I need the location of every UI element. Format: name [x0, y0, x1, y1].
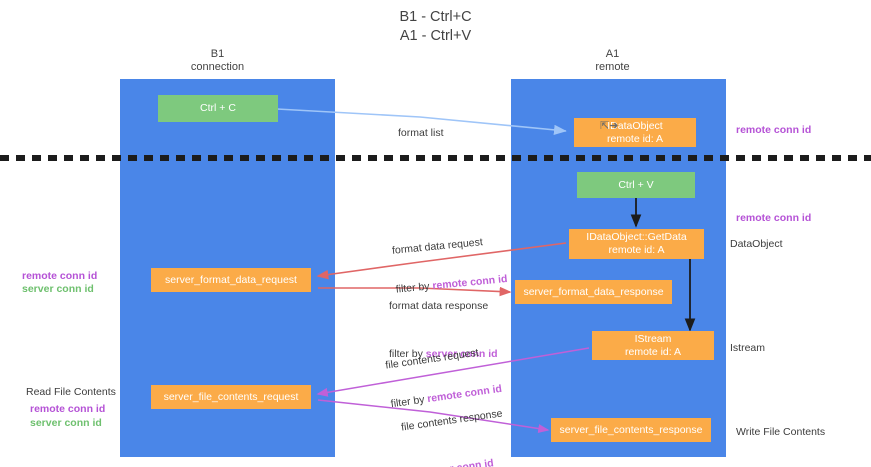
- node-label: Ctrl + C: [200, 102, 236, 114]
- page-title: B1 - Ctrl+C A1 - Ctrl+V: [399, 9, 472, 44]
- column-header-b1: B1 connection: [190, 48, 245, 73]
- annotation-read-file-contents: Read File Contents: [26, 386, 116, 398]
- highlight-server-conn-id: server conn id: [422, 457, 495, 467]
- edge-label-line2: filter by server conn id: [385, 455, 510, 467]
- annotation-istream: Istream: [730, 342, 766, 354]
- edge-label-format-list: format list: [398, 101, 444, 166]
- node-istream[interactable]: IStream remote id: A: [592, 331, 714, 360]
- annotation-remote-conn-id-mid: remote conn id: [736, 212, 812, 224]
- edge-label-line2: filter by server conn id: [389, 348, 498, 361]
- node-sublabel: remote id: A: [624, 345, 682, 358]
- node-label: IStream: [634, 332, 672, 345]
- edge-label-format-data-response: format data response filter by server co…: [389, 274, 498, 387]
- edge-label-line1: file contents request: [384, 346, 480, 372]
- node-sublabel: remote id: A: [608, 244, 665, 256]
- annotation-left-remote-conn-id: remote conn id: [22, 270, 98, 282]
- annotation-left-server-conn-id-2: server conn id: [30, 417, 102, 429]
- node-ctrl-v[interactable]: Ctrl + V: [577, 172, 695, 198]
- edge-format-data-request: [316, 242, 567, 280]
- node-label: server_file_contents_request: [163, 390, 299, 403]
- edge-label-line1: file contents response: [400, 407, 504, 434]
- annotation-left-server-conn-id: server conn id: [22, 283, 94, 295]
- node-label: server_format_data_request: [165, 273, 297, 286]
- node-label: IDataObject::GetData: [586, 231, 687, 243]
- node-label: server_file_contents_response: [559, 423, 703, 436]
- highlight-server-conn-id: server conn id: [425, 348, 498, 360]
- edge-format-list: [276, 108, 567, 135]
- column-header-a1: A1 remote: [595, 48, 630, 73]
- node-idataobject-getdata[interactable]: IDataObject::GetData remote id: A: [569, 229, 704, 259]
- node-label: Ctrl + V: [618, 178, 654, 191]
- node-server-format-data-response[interactable]: server_format_data_response: [515, 280, 672, 304]
- node-server-format-data-request[interactable]: server_format_data_request: [151, 268, 311, 292]
- edge-label-line1: format data request: [391, 236, 484, 257]
- edge-file-contents-response: [317, 399, 550, 433]
- annotation-remote-conn-id-top: remote conn id: [736, 124, 812, 136]
- node-ctrl-c[interactable]: Ctrl + C: [158, 95, 278, 122]
- annotation-write-file-contents: Write File Contents: [736, 426, 826, 438]
- edge-file-contents-request: [316, 347, 590, 397]
- annotation-dataobject: DataObject: [730, 238, 783, 250]
- node-server-file-contents-response[interactable]: server_file_contents_response: [551, 418, 711, 442]
- annotation-left-remote-conn-id-2: remote conn id: [30, 403, 106, 415]
- filter-prefix: filter by: [389, 348, 426, 360]
- node-label: IDataObject: [607, 119, 663, 132]
- mouse-cursor-icon: ⇱➜: [600, 120, 619, 132]
- node-idataobject[interactable]: IDataObject remote id: A: [574, 118, 696, 147]
- node-label: server_format_data_response: [523, 285, 664, 298]
- node-sublabel: remote id: A: [606, 132, 664, 145]
- edge-label-line1: format data response: [389, 300, 489, 312]
- node-server-file-contents-request[interactable]: server_file_contents_request: [151, 385, 311, 409]
- edge-format-data-response: [318, 286, 512, 297]
- edge-label-line1: format list: [398, 127, 444, 139]
